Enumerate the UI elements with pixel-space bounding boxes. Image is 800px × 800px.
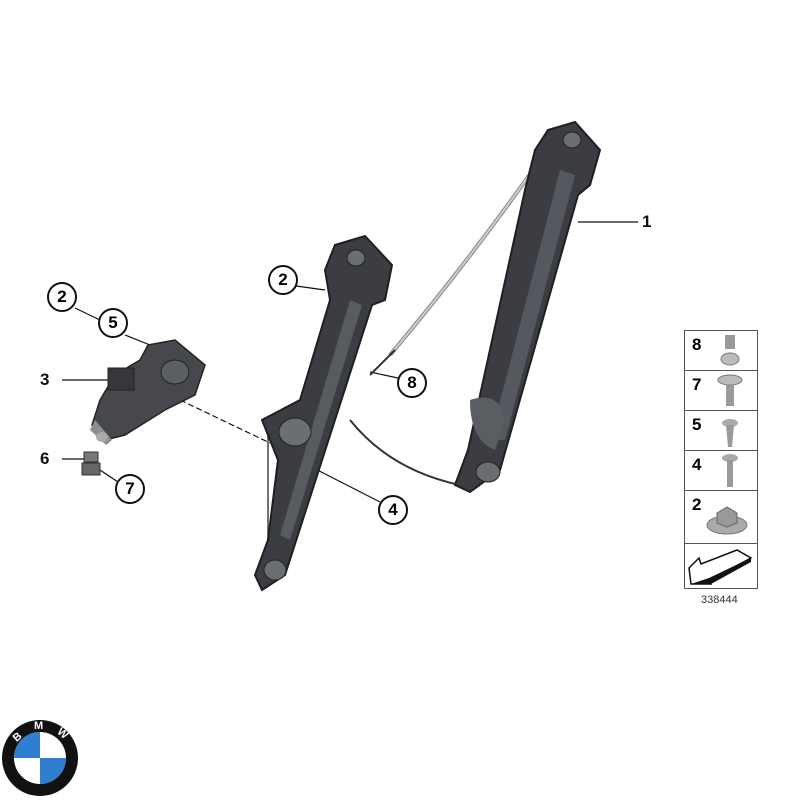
callout-5: 5: [98, 308, 128, 338]
callout-3: 3: [40, 370, 50, 389]
fastener-legend: 8 7 5 4 2: [684, 330, 758, 589]
regulator-cables: [267, 158, 542, 570]
callout-7: 7: [115, 474, 145, 504]
legend-row-7: 7: [685, 371, 757, 411]
hex-nut-icon: [706, 506, 748, 535]
legend-row-4: 4: [685, 451, 757, 491]
legend-row-2: 2: [685, 491, 757, 544]
legend-arrow-row: [685, 544, 757, 588]
legend-row-8: 8: [685, 331, 757, 371]
window-regulator-rail-left: [253, 234, 394, 592]
bolt-icon: [722, 454, 738, 487]
callout-8: 8: [397, 368, 427, 398]
callout-2-rail: 2: [268, 265, 298, 295]
window-regulator-rail: [453, 120, 602, 494]
diagram-number: 338444: [701, 594, 738, 606]
callout-4: 4: [378, 495, 408, 525]
callout-2: 2: [47, 282, 77, 312]
callout-1: 1: [642, 212, 652, 231]
self-tapping-screw-icon: [722, 419, 738, 447]
callout-6: 6: [40, 449, 50, 468]
arrow-icon: [688, 549, 753, 585]
window-motor: [81, 339, 206, 476]
legend-row-5: 5: [685, 411, 757, 451]
washer-bolt-icon: [717, 374, 743, 406]
screw-icon: [720, 335, 740, 366]
